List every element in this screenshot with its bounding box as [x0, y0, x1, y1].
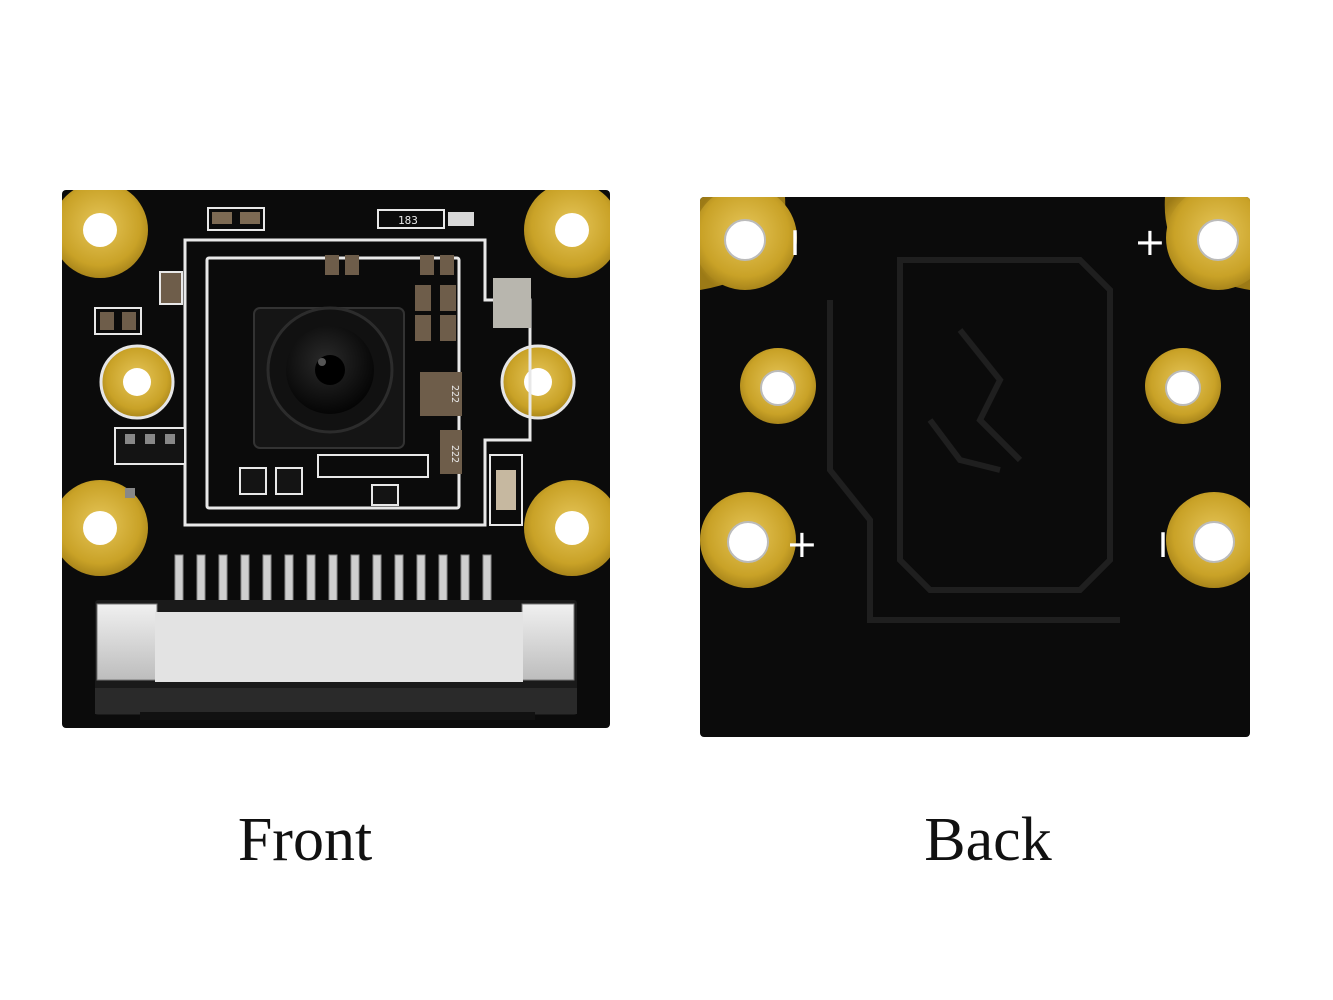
polarity-mark-bottom-left: +	[786, 522, 818, 566]
smd-label-222-lower: 222	[449, 445, 460, 463]
ffc-connector-pins	[174, 554, 492, 604]
polarity-mark-top-right: +	[1134, 220, 1166, 264]
back-side-pads	[740, 348, 1221, 424]
smd-label-183: 183	[398, 214, 418, 227]
back-pcb	[700, 197, 1250, 737]
front-caption: Front	[237, 806, 373, 874]
back-mounting-pads	[700, 197, 1250, 588]
front-board: 183 222 222	[62, 190, 610, 728]
front-side-pads	[99, 344, 576, 420]
back-traces	[827, 257, 1120, 623]
polarity-mark-bottom-right: I	[1158, 526, 1168, 566]
smd-label-222-upper: 222	[449, 385, 460, 403]
polarity-mark-top-left: I	[790, 224, 800, 264]
back-caption: Back	[924, 806, 1052, 874]
ffc-connector	[95, 600, 577, 720]
camera-module	[253, 306, 405, 449]
back-board: I + + I	[700, 197, 1250, 737]
front-mounting-pads	[62, 190, 610, 576]
front-smd-components	[94, 207, 531, 526]
